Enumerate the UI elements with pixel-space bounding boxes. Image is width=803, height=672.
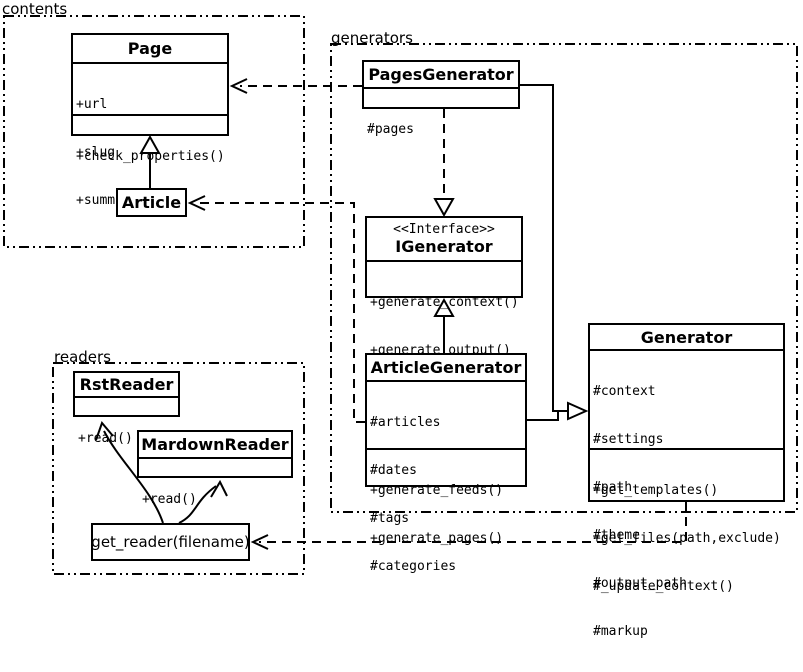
package-contents-label: contents xyxy=(2,0,68,18)
arrow-article-extends-page xyxy=(139,134,161,188)
class-page: Page +url +slug +summary +check_properti… xyxy=(71,33,229,208)
attribute: #categories xyxy=(370,559,457,574)
arrow-generators-extend-generator xyxy=(519,84,589,421)
attribute: #dates xyxy=(370,463,417,478)
arrow-articlegenerator-implements-igenerator xyxy=(433,297,455,353)
class-page-methods: +check_properties() xyxy=(73,114,227,164)
method: #_update_context() xyxy=(593,579,734,594)
class-pagesgenerator-title: PagesGenerator xyxy=(364,62,518,89)
attribute: #articles xyxy=(370,415,441,430)
class-generator: Generator #context #settings #path #them… xyxy=(588,323,785,639)
class-rstreader: RstReader +read() xyxy=(73,371,180,446)
class-igenerator-methods: +generate_context() +generate_output() xyxy=(367,262,521,358)
class-mardownreader: MardownReader +read() xyxy=(137,430,293,507)
connector-layer xyxy=(3,15,798,575)
package-generators-label: generators xyxy=(331,29,413,47)
package-contents-border xyxy=(3,15,305,248)
class-igenerator-title: <<Interface>> IGenerator xyxy=(367,218,521,262)
class-articlegenerator-methods: +generate_feeds() +generate_pages() xyxy=(367,448,525,546)
attribute: +slug xyxy=(76,145,116,160)
class-article-title: Article xyxy=(121,193,182,212)
package-readers-label: readers xyxy=(54,348,111,366)
method: +generate_feeds() xyxy=(370,483,504,498)
class-pagesgenerator: PagesGenerator #pages xyxy=(362,60,520,137)
stereotype-label: <<Interface>> xyxy=(393,222,495,237)
arrow-pagesgenerator-uses-page xyxy=(229,78,362,94)
class-generator-methods: +get_templates() +get_files(path,exclude… xyxy=(590,448,783,594)
class-page-title: Page xyxy=(73,35,227,64)
class-article: Article xyxy=(116,188,187,217)
class-igenerator-name: IGenerator xyxy=(395,237,493,256)
attribute: #tags xyxy=(370,511,410,526)
class-pagesgenerator-attributes: #pages xyxy=(364,89,518,137)
method: +generate_context() xyxy=(370,295,519,310)
package-readers-border xyxy=(52,362,305,575)
class-page-attributes: +url +slug +summary xyxy=(73,64,227,208)
method: +generate_pages() xyxy=(370,531,504,546)
class-articlegenerator-title: ArticleGenerator xyxy=(367,355,525,382)
get-reader-box: get_reader(filename) xyxy=(91,523,250,561)
attribute: #path xyxy=(593,480,633,495)
arrow-generator-uses-get-reader xyxy=(250,502,687,550)
class-mardownreader-methods: +read() xyxy=(139,459,291,507)
package-generators-border xyxy=(330,43,798,513)
method: +read() xyxy=(142,492,197,507)
method: +check_properties() xyxy=(76,149,225,164)
attribute: #settings xyxy=(593,432,664,447)
attribute: #markup xyxy=(593,624,648,639)
uml-diagram-canvas: { "packages": { "contents": { "label": "… xyxy=(2,0,798,639)
attribute: +url xyxy=(76,97,108,112)
attribute: #pages xyxy=(367,122,414,137)
class-articlegenerator-attributes: #articles #dates #tags #categories xyxy=(367,382,525,574)
class-igenerator: <<Interface>> IGenerator +generate_conte… xyxy=(365,216,523,358)
arrow-get-reader-to-mardownreader xyxy=(178,479,228,524)
arrow-get-reader-to-rstreader xyxy=(95,421,164,524)
class-generator-title: Generator xyxy=(590,325,783,351)
class-rstreader-methods: +read() xyxy=(75,398,178,446)
class-generator-attributes: #context #settings #path #theme #output_… xyxy=(590,351,783,639)
attribute: #theme xyxy=(593,528,640,543)
method: +get_templates() xyxy=(593,483,719,498)
method: +get_files(path,exclude) xyxy=(593,531,781,546)
class-rstreader-title: RstReader xyxy=(75,373,178,398)
class-articlegenerator: ArticleGenerator #articles #dates #tags … xyxy=(365,353,527,574)
arrow-pagesgenerator-implements-igenerator xyxy=(433,109,455,218)
arrow-articlegenerator-uses-article xyxy=(187,195,365,423)
method: +read() xyxy=(78,431,133,446)
attribute: #context xyxy=(593,384,656,399)
class-mardownreader-title: MardownReader xyxy=(139,432,291,459)
